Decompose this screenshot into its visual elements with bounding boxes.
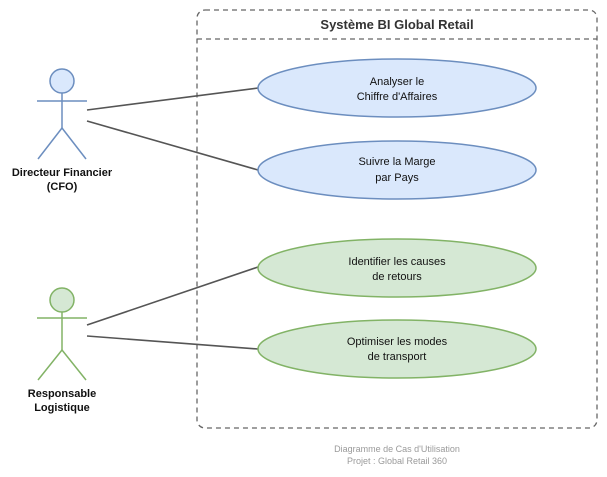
- footer-caption-line2: Projet : Global Retail 360: [347, 456, 447, 466]
- actor-logistique-head: [49, 287, 75, 313]
- actor-cfo-label-line1: Directeur Financier: [12, 167, 113, 179]
- use-case-analyser-ca: Analyser le Chiffre d'Affaires: [257, 58, 537, 118]
- association-logistique-transport: [86, 335, 259, 350]
- use-case-suivre-marge: Suivre la Marge par Pays: [257, 140, 537, 200]
- system-boundary: Système BI Global Retail: [196, 9, 598, 429]
- use-case-analyser-ca-line1: Analyser le: [370, 76, 424, 88]
- actor-cfo-label-line2: (CFO): [47, 181, 78, 193]
- actor-logistique-label-line2: Logistique: [34, 402, 90, 414]
- actor-cfo: [37, 68, 87, 160]
- associations: [86, 87, 259, 350]
- use-case-optimiser-transport: Optimiser les modes de transport: [257, 319, 537, 379]
- association-cfo-analyser: [86, 87, 259, 111]
- association-logistique-retours: [86, 266, 259, 326]
- use-case-optimiser-transport-line1: Optimiser les modes: [347, 336, 448, 348]
- footer-caption-line1: Diagramme de Cas d'Utilisation: [334, 444, 460, 454]
- system-title: Système BI Global Retail: [320, 17, 473, 32]
- use-case-identifier-retours-line1: Identifier les causes: [348, 256, 446, 268]
- actor-cfo-head: [49, 68, 75, 94]
- use-case-suivre-marge-line2: par Pays: [375, 172, 419, 184]
- actor-logistique: [37, 287, 87, 381]
- use-case-identifier-retours-line2: de retours: [372, 271, 422, 283]
- use-case-suivre-marge-line1: Suivre la Marge: [358, 156, 435, 168]
- use-case-optimiser-transport-line2: de transport: [368, 351, 427, 363]
- use-case-analyser-ca-line2: Chiffre d'Affaires: [357, 91, 438, 103]
- association-cfo-marge: [86, 120, 259, 171]
- use-case-identifier-retours: Identifier les causes de retours: [257, 238, 537, 298]
- actor-logistique-label-line1: Responsable: [28, 388, 96, 400]
